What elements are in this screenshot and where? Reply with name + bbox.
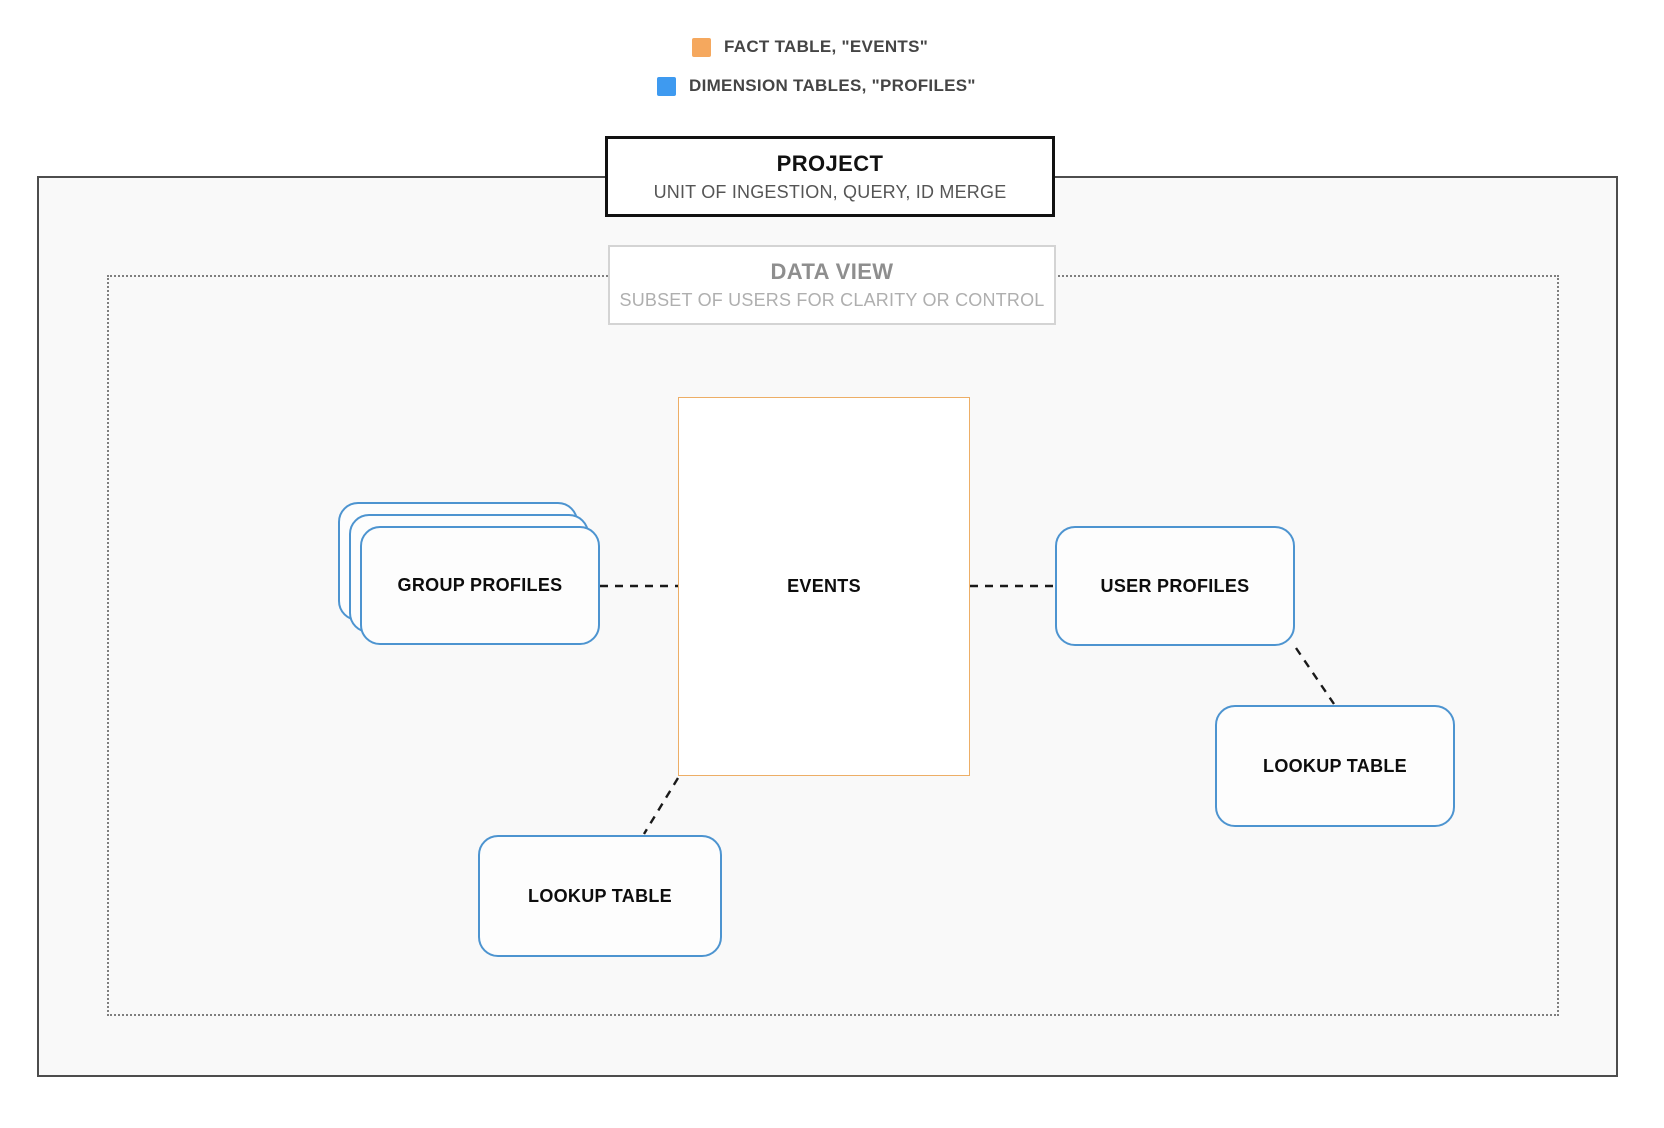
node-events: EVENTS	[678, 397, 970, 776]
fact-table-swatch-icon	[692, 37, 711, 57]
connector-user-profiles-lookup-table	[1295, 647, 1335, 705]
dimension-tables-swatch-icon	[657, 76, 676, 96]
data-view-label-box: DATA VIEW SUBSET OF USERS FOR CLARITY OR…	[608, 245, 1056, 325]
legend-item-dimension-tables: DIMENSION TABLES, "PROFILES"	[657, 76, 976, 96]
data-view-subtitle: SUBSET OF USERS FOR CLARITY OR CONTROL	[619, 290, 1045, 310]
connector-events-lookup-table	[642, 777, 680, 835]
project-subtitle: UNIT OF INGESTION, QUERY, ID MERGE	[653, 181, 1007, 202]
node-lookup-table-left-label: LOOKUP TABLE	[528, 885, 672, 906]
project-label-box: PROJECT UNIT OF INGESTION, QUERY, ID MER…	[605, 136, 1055, 217]
data-view-title: DATA VIEW	[770, 259, 894, 284]
legend-fact-table-label: FACT TABLE, "EVENTS"	[724, 37, 929, 56]
legend-item-fact-table: FACT TABLE, "EVENTS"	[692, 37, 928, 57]
node-user-profiles-label: USER PROFILES	[1100, 575, 1250, 596]
node-lookup-table-right-label: LOOKUP TABLE	[1263, 755, 1407, 776]
project-title: PROJECT	[776, 150, 884, 176]
node-events-label: EVENTS	[787, 576, 861, 596]
node-lookup-table-left: LOOKUP TABLE	[478, 835, 722, 957]
legend-dimension-tables-label: DIMENSION TABLES, "PROFILES"	[689, 76, 976, 95]
node-lookup-table-right: LOOKUP TABLE	[1215, 705, 1455, 827]
node-group-profiles-label: GROUP PROFILES	[397, 575, 563, 595]
node-user-profiles: USER PROFILES	[1055, 526, 1295, 646]
node-group-profiles: GROUP PROFILES	[360, 526, 600, 645]
